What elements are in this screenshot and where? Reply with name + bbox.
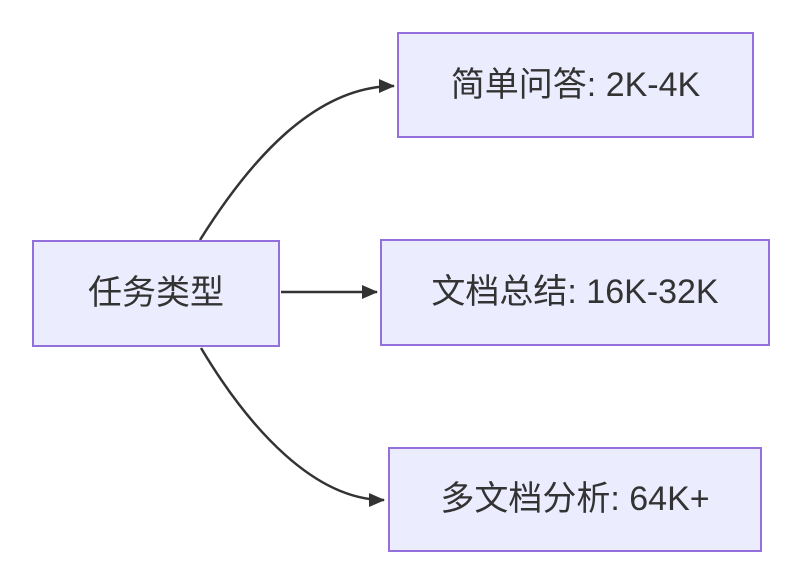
node-doc-summary: 文档总结: 16K-32K	[380, 239, 770, 346]
node-simple-qa: 简单问答: 2K-4K	[397, 32, 754, 138]
node-simple-qa-label: 简单问答: 2K-4K	[450, 65, 701, 104]
node-multi-doc-analysis: 多文档分析: 64K+	[388, 447, 762, 552]
edge-root-to-leaf1	[198, 79, 395, 241]
edge-root-to-leaf3	[199, 347, 385, 507]
node-doc-summary-label: 文档总结: 16K-32K	[431, 273, 719, 312]
node-task-type: 任务类型	[32, 240, 280, 347]
node-task-type-label: 任务类型	[88, 274, 224, 313]
node-multi-doc-analysis-label: 多文档分析: 64K+	[440, 480, 710, 519]
